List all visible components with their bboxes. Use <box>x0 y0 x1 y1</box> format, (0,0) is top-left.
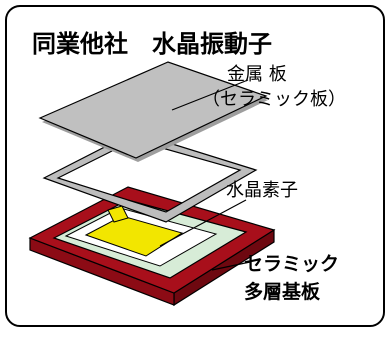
label-ceramic: セラミック <box>244 253 339 275</box>
crystal-element <box>64 205 218 267</box>
lid-leader-line <box>171 79 249 111</box>
metal-lid <box>38 61 268 162</box>
metal-lid-plate <box>38 61 268 159</box>
crystal-leader-line <box>159 199 247 247</box>
electrode-lead <box>107 205 129 223</box>
label-ceramic-lid: （セラミック板） <box>202 89 346 110</box>
label-crystal-element: 水晶素子 <box>226 180 298 201</box>
diagram-title: 同業他社 水晶振動子 <box>32 30 272 58</box>
base-leader-line <box>211 261 251 271</box>
electrode <box>84 215 184 257</box>
label-metal-lid: 金属 板 <box>227 64 287 85</box>
label-multilayer-substrate: 多層基板 <box>244 280 321 303</box>
